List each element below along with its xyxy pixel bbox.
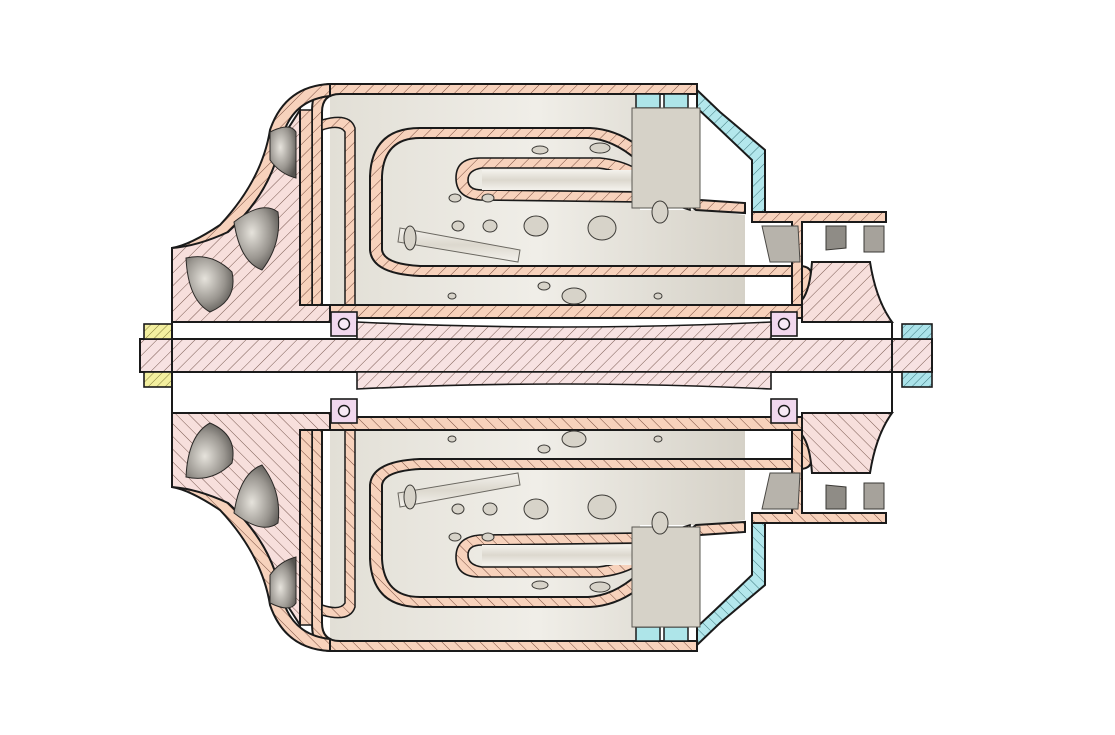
fuel-injector-tube [397,227,521,263]
rear-nut [901,323,933,388]
nozzle-back-plate [631,107,701,209]
main-shaft [139,338,933,373]
liner-dilution-holes [403,142,669,305]
shaft-waist [356,371,772,390]
rear-bearing [770,311,798,337]
upper-half-section [171,82,894,337]
turbine-blade-passage [863,225,885,253]
compressor-blade [269,126,297,179]
shaft-waist [356,321,772,340]
flame-tube-liner [369,127,813,301]
diffuser-plate [299,109,313,306]
compressor-blade [233,207,280,271]
nozzle-guide-vane-ring [696,87,766,213]
shaft-tunnel-upper [329,304,813,319]
front-bearing [330,311,358,337]
compressor-blade [185,256,234,313]
turbine-blade-passage [761,225,801,263]
nozzle-box-b [663,93,689,109]
nozzle-box-a [635,93,661,109]
lower-half-section [171,398,893,652]
turbine-wheel [801,261,894,323]
turbine-blade-passage [825,225,847,251]
vaporizer-stick [482,170,642,190]
